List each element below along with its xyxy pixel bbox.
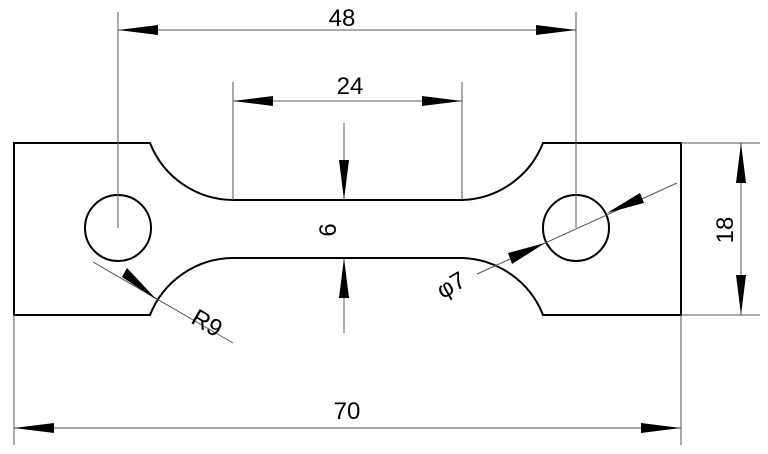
dimension-r9: R9 [92, 261, 234, 344]
dimension-18: 18 [681, 142, 760, 316]
dimension-70-label: 70 [334, 398, 361, 425]
dimension-48: 48 [117, 5, 577, 228]
dimension-18-label: 18 [712, 217, 739, 244]
dimension-6: 6 [315, 123, 349, 333]
dimension-24-label: 24 [337, 73, 364, 100]
dimension-70: 70 [13, 315, 682, 445]
dimension-phi7: φ7 [432, 182, 678, 305]
dimension-6-label: 6 [315, 223, 342, 236]
dimension-r9-label: R9 [187, 304, 227, 343]
dimension-phi7-label: φ7 [432, 267, 471, 305]
dimension-48-label: 48 [329, 5, 356, 32]
dimension-24: 24 [232, 73, 463, 200]
